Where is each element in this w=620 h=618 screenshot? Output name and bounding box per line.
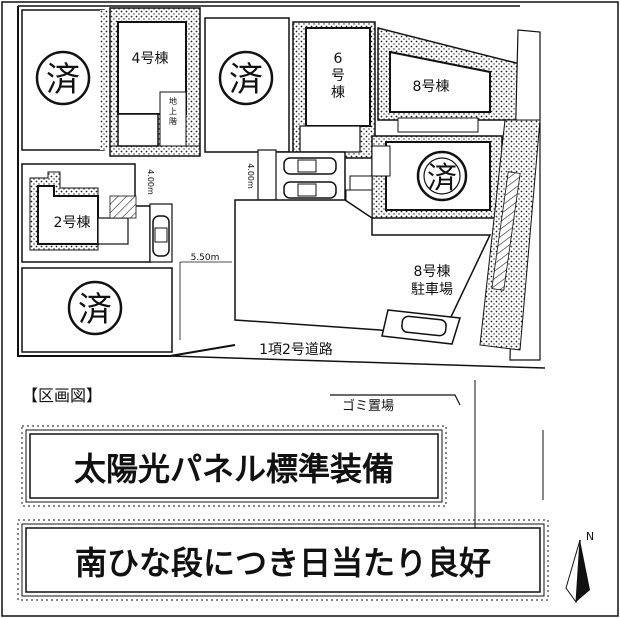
road-edge (169, 355, 546, 369)
svg-text:済: 済 (427, 161, 457, 196)
lot-2-parking (149, 203, 173, 263)
lot-6 (292, 21, 376, 159)
lot-2 (21, 163, 151, 263)
banner-solar-text: 太陽光パネル標準装備 (74, 450, 394, 488)
lot-8-parking-label-1: 8号棟 (414, 264, 451, 280)
svg-text:済: 済 (78, 290, 112, 330)
sold-mark-1: 済 (35, 50, 91, 106)
lot-6-label-2: 号 (331, 68, 345, 84)
lot-8-parking (381, 309, 461, 345)
stair-note-2: 上 (169, 107, 177, 116)
stair-note-3: 階 (169, 116, 177, 126)
lot-2-label: 2号棟 (54, 215, 91, 231)
site-boundary-left (17, 6, 236, 357)
lot-6-label-3: 棟 (331, 85, 345, 101)
sold-mark-2: 済 (218, 50, 274, 106)
garbage-area-outline (330, 394, 461, 406)
lot-8-parking-label-2: 駐車場 (411, 281, 453, 298)
banner-south-text: 南ひな段につき日当たり良好 (75, 544, 491, 582)
lot-top-left-sold (21, 9, 108, 151)
stepped-slope-strip (479, 29, 541, 361)
banner-south: 南ひな段につき日当たり良好 (17, 519, 549, 601)
lot-4-label: 4号棟 (132, 51, 169, 67)
svg-text:済: 済 (229, 60, 263, 100)
sold-mark-3: 済 (416, 150, 468, 202)
lot-8-label: 8号棟 (413, 79, 450, 95)
sold-mark-4: 済 (67, 280, 123, 336)
lot-4 (109, 7, 201, 157)
banner-solar: 太陽光パネル標準装備 (21, 425, 447, 507)
central-parking (257, 149, 346, 205)
lot-8 (377, 27, 521, 133)
dimension-mid: 4.00m (246, 163, 255, 189)
dimension-left: 4.00m (146, 169, 155, 195)
stair-note-1: 地 (169, 96, 177, 106)
north-label: N (586, 530, 594, 543)
north-arrow-icon: N (565, 530, 594, 604)
lot-6-label-1: 6 (334, 51, 343, 67)
access-passage (234, 199, 492, 341)
road-label: 1項2号道路 (259, 342, 333, 358)
svg-text:済: 済 (46, 60, 80, 100)
garbage-label: ゴミ置場 (342, 398, 394, 414)
dimension-road: 5.50m (191, 253, 220, 263)
section-label: 【区画図】 (22, 386, 102, 405)
